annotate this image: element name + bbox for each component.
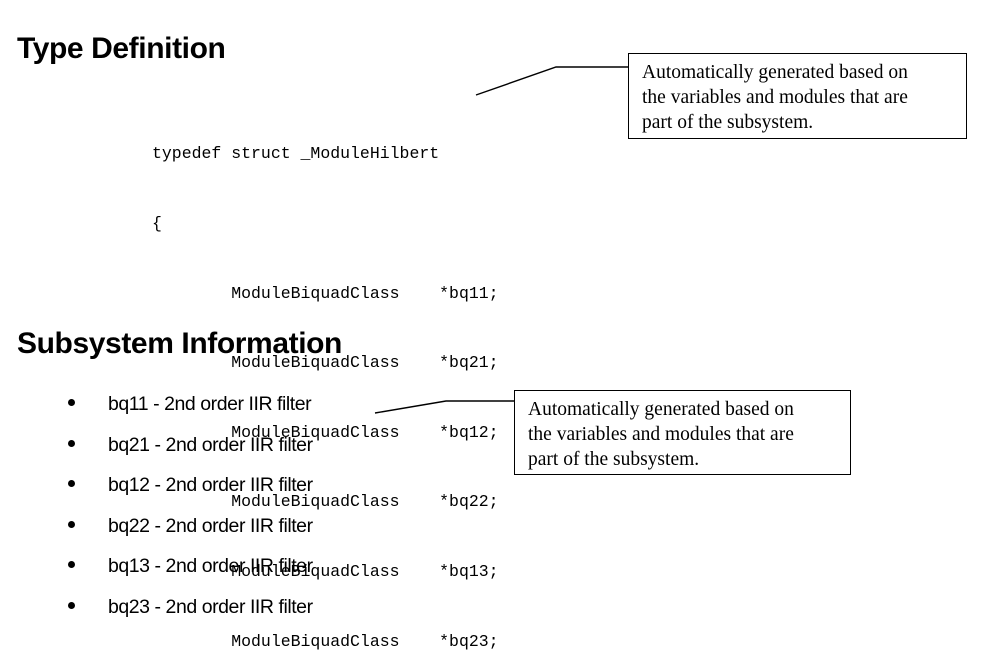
- code-line: ModuleBiquadClass *bq21;: [152, 353, 499, 373]
- list-item: bq12 - 2nd order IIR filter: [66, 473, 313, 514]
- callout-text-line: the variables and modules that are: [528, 424, 794, 445]
- code-line: ModuleBiquadClass *bq22;: [152, 492, 499, 512]
- list-item-label: bq11 - 2nd order IIR filter: [108, 393, 312, 415]
- callout-text-line: part of the subsystem.: [528, 449, 700, 470]
- list-item-label: bq23 - 2nd order IIR filter: [108, 595, 313, 618]
- bullet-dot-icon: [68, 439, 75, 447]
- code-line: ModuleBiquadClass *bq23;: [152, 631, 499, 651]
- code-line: ModuleBiquadClass *bq12;: [152, 422, 499, 442]
- leader-line-type-definition: [475, 66, 628, 96]
- bullet-dot-icon: [68, 601, 75, 609]
- page-title-type-definition: Type Definition: [17, 32, 226, 65]
- bullet-dot-icon: [68, 480, 75, 487]
- callout-text-line: the variables and modules that are: [642, 87, 908, 108]
- code-line: {: [152, 214, 162, 233]
- list-item-label: bq21 - 2nd order IIR filter: [108, 433, 313, 456]
- list-item-label: bq13 - 2nd order IIR filter: [108, 555, 313, 577]
- page-title-subsystem-information: Subsystem Information: [17, 327, 342, 360]
- list-item: bq23 - 2nd order IIR filter: [66, 595, 313, 636]
- callout-box-type-definition: Automatically generated based on the var…: [628, 53, 967, 139]
- list-item-label: bq12 - 2nd order IIR filter: [108, 474, 313, 496]
- list-item: bq11 - 2nd order IIR filter: [66, 392, 313, 433]
- code-line: ModuleBiquadClass *bq13;: [152, 561, 499, 581]
- list-item-label: bq22 - 2nd order IIR filter: [108, 514, 313, 537]
- callout-text-line: Automatically generated based on: [528, 399, 794, 420]
- list-item: bq22 - 2nd order IIR filter: [66, 514, 313, 555]
- code-line: ModuleBiquadClass *bq11;: [152, 283, 499, 303]
- list-item: bq13 - 2nd order IIR filter: [66, 554, 313, 595]
- bullet-dot-icon: [68, 520, 75, 528]
- bullet-dot-icon: [68, 399, 75, 406]
- bullet-dot-icon: [68, 561, 75, 568]
- callout-box-subsystem-information: Automatically generated based on the var…: [514, 390, 851, 475]
- code-line: typedef struct _ModuleHilbert: [152, 144, 440, 164]
- code-block-type-definition: typedef struct _ModuleHilbert { ModuleBi…: [152, 96, 499, 663]
- list-item: bq21 - 2nd order IIR filter: [66, 433, 313, 474]
- subsystem-bullet-list: bq11 - 2nd order IIR filter bq21 - 2nd o…: [66, 392, 313, 635]
- callout-text-line: Automatically generated based on: [642, 62, 908, 83]
- callout-text-line: part of the subsystem.: [642, 112, 814, 133]
